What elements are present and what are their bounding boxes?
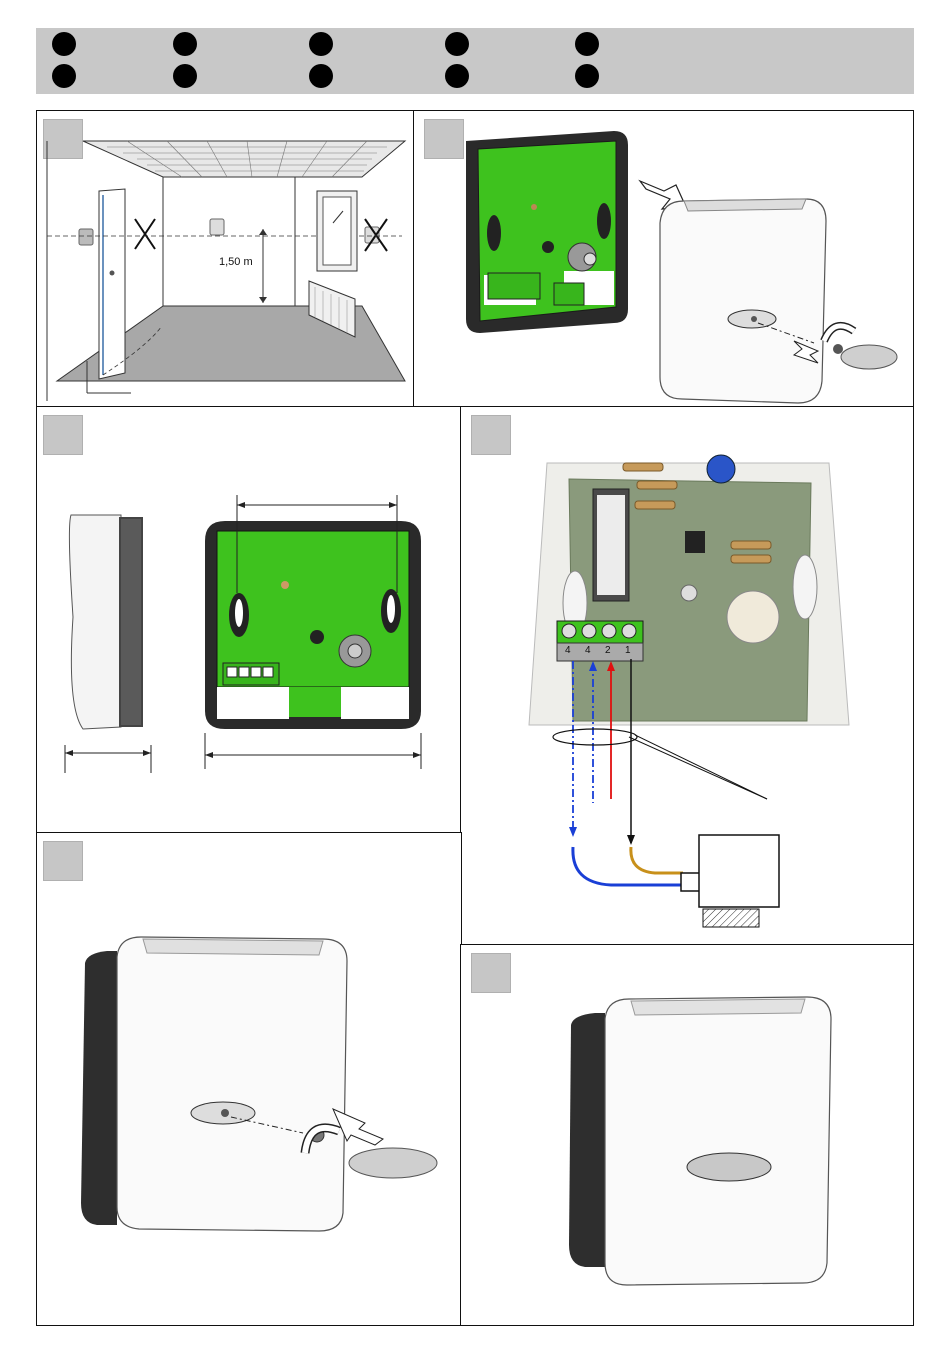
header-dot [52, 32, 76, 56]
terminal-label-1: 4 [565, 645, 571, 656]
dimensions-illustration [37, 407, 462, 834]
header-bar [36, 28, 914, 94]
finished-panel [460, 944, 914, 1326]
header-dot [52, 64, 76, 88]
mounting-illustration [37, 833, 462, 1326]
header-dot [445, 32, 469, 56]
terminal-label-3: 2 [605, 645, 611, 656]
dimensions-panel [36, 406, 462, 834]
header-dot [575, 64, 599, 88]
opening-illustration [414, 111, 914, 408]
terminal-label-2: 4 [585, 645, 591, 656]
header-dot [445, 64, 469, 88]
header-dot [173, 64, 197, 88]
header-dot [575, 32, 599, 56]
opening-panel [413, 110, 914, 408]
room-placement-panel: 1,50 m [36, 110, 415, 408]
header-dot [309, 32, 333, 56]
height-label: 1,50 m [219, 256, 253, 268]
header-dot [309, 64, 333, 88]
mounting-panel [36, 832, 462, 1326]
wiring-illustration [461, 407, 914, 946]
finished-illustration [461, 945, 914, 1326]
wiring-panel: 4 4 2 1 [460, 406, 914, 946]
header-dot [173, 32, 197, 56]
terminal-label-4: 1 [625, 645, 631, 656]
